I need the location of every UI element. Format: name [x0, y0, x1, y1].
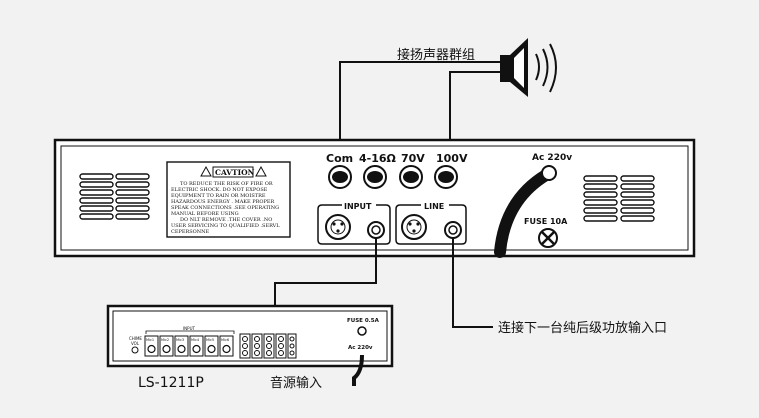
- mic-jack[interactable]: Mic5: [204, 335, 219, 357]
- terminal-100v[interactable]: [434, 165, 458, 189]
- mic-label: Mic5: [206, 338, 214, 342]
- terminal-label-com: Com: [326, 152, 353, 165]
- caution-line: MANUAL BEFORE USING: [171, 211, 239, 217]
- speaker-terminals: Com 4-16Ω 70V 100V: [326, 152, 468, 189]
- speaker-wires: [339, 61, 500, 172]
- xlr-input-jack[interactable]: [325, 214, 351, 240]
- model-label: LS-1211P: [138, 375, 204, 391]
- power-cord: [494, 169, 552, 258]
- vol-label: VOL: [131, 341, 140, 346]
- mic-jack[interactable]: Mic3: [174, 335, 189, 357]
- mic-jack[interactable]: Mic4: [189, 335, 204, 357]
- caution-line: EQUIPMENT TO RAIN OR MOISTRE: [171, 193, 266, 199]
- mixer-fuse-label: FUSE 0.5A: [347, 318, 380, 324]
- mic-label: Mic4: [191, 338, 200, 342]
- mic-label: Mic6: [221, 338, 229, 342]
- speaker-icon: [500, 38, 557, 97]
- chime-volume-knob[interactable]: [131, 346, 139, 354]
- caution-title: CAVTION: [215, 168, 255, 177]
- caution-line: CEPERSONNE: [171, 229, 210, 235]
- chime-label: CHIME: [129, 336, 142, 341]
- mic-jack[interactable]: Mic6: [219, 335, 234, 357]
- input-label: INPUT: [344, 202, 372, 211]
- rca-jacks[interactable]: [239, 333, 297, 359]
- warning-icon: [200, 165, 212, 177]
- line-label: LINE: [424, 202, 444, 211]
- mic-jack[interactable]: Mic1: [144, 335, 159, 357]
- terminal-label-100v: 100V: [436, 152, 468, 165]
- fuse-holder[interactable]: [538, 228, 558, 248]
- mixer-power-cord: [352, 354, 364, 386]
- input-jack[interactable]: [367, 221, 385, 239]
- terminal-label-70v: 70V: [401, 152, 425, 165]
- next-amp-label: 连接下一台纯后级功放输入口: [498, 320, 667, 336]
- speaker-group-label: 接扬声器群组: [397, 47, 475, 63]
- line-group: LINE: [395, 202, 467, 245]
- mixer-fuse[interactable]: [357, 326, 367, 336]
- caution-label: CAVTION TO REDUCE THE RISK OF FIRE OR EL…: [166, 161, 291, 238]
- terminal-4-16[interactable]: [363, 165, 387, 189]
- left-vent: [79, 173, 150, 220]
- line-out-jack[interactable]: [444, 221, 462, 239]
- input-group: INPUT: [317, 202, 391, 245]
- caution-line: SPEAK CONNECTIONS .SEE OPERATING: [171, 205, 279, 211]
- ac-label: Ac 220v: [532, 153, 572, 163]
- mic-label: Mic1: [146, 338, 154, 342]
- xlr-line-jack[interactable]: [401, 214, 427, 240]
- right-vent: [583, 175, 655, 222]
- caution-line: DO NLT REMOVE .THE COVER .NO: [180, 217, 272, 223]
- caution-line: TO REDUCE THE RISK OF FIRE OR: [180, 181, 273, 187]
- mixer-controls: CHIME VOL INPUT Mic1 Mic2 Mic3 Mic4 Mic5: [129, 318, 380, 359]
- mic-label: Mic3: [176, 338, 184, 342]
- caution-line: USER SERVICING TO QUALIFIED .SERVL: [171, 223, 280, 229]
- mic-jack[interactable]: Mic2: [159, 335, 174, 357]
- terminal-label-4-16: 4-16Ω: [359, 152, 397, 165]
- terminal-com[interactable]: [328, 165, 352, 189]
- power-section: Ac 220v FUSE 10A: [494, 153, 572, 258]
- mixer-ac-label: Ac 220v: [348, 345, 373, 351]
- caution-line: HAZARDOUS ENERGY . MAKE PROPER: [171, 199, 275, 205]
- warning-icon: [255, 165, 267, 177]
- mic-label: Mic2: [161, 338, 169, 342]
- caution-line: ELECTRIC SHOCK. DO NOT EXPOSE: [171, 187, 268, 193]
- fuse-label: FUSE 10A: [524, 217, 568, 226]
- audio-input-label: 音源输入: [270, 375, 322, 391]
- mixer-input-label: INPUT: [183, 326, 196, 331]
- terminal-70v[interactable]: [399, 165, 423, 189]
